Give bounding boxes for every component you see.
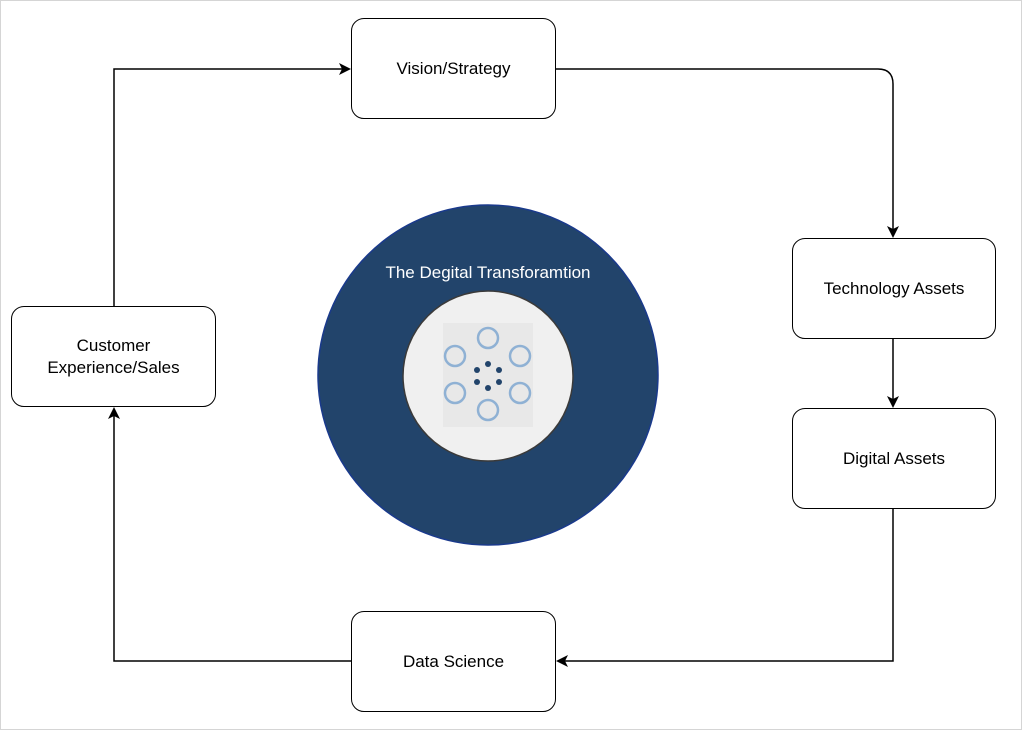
arrow-vision-to-technology [556, 68, 899, 238]
node-customer-experience-sales[interactable]: Customer Experience/Sales [11, 306, 216, 407]
arrow-data-science-to-customer [108, 407, 351, 662]
arrow-digital-to-data-science [556, 509, 894, 667]
hub-title: The Degital Transforamtion [385, 263, 591, 282]
node-data-science[interactable]: Data Science [351, 611, 556, 712]
node-vision-strategy[interactable]: Vision/Strategy [351, 18, 556, 119]
network-hub-icon [443, 323, 533, 427]
node-digital-assets[interactable]: Digital Assets [792, 408, 996, 509]
node-technology-assets[interactable]: Technology Assets [792, 238, 996, 339]
arrow-customer-to-vision [113, 63, 351, 306]
